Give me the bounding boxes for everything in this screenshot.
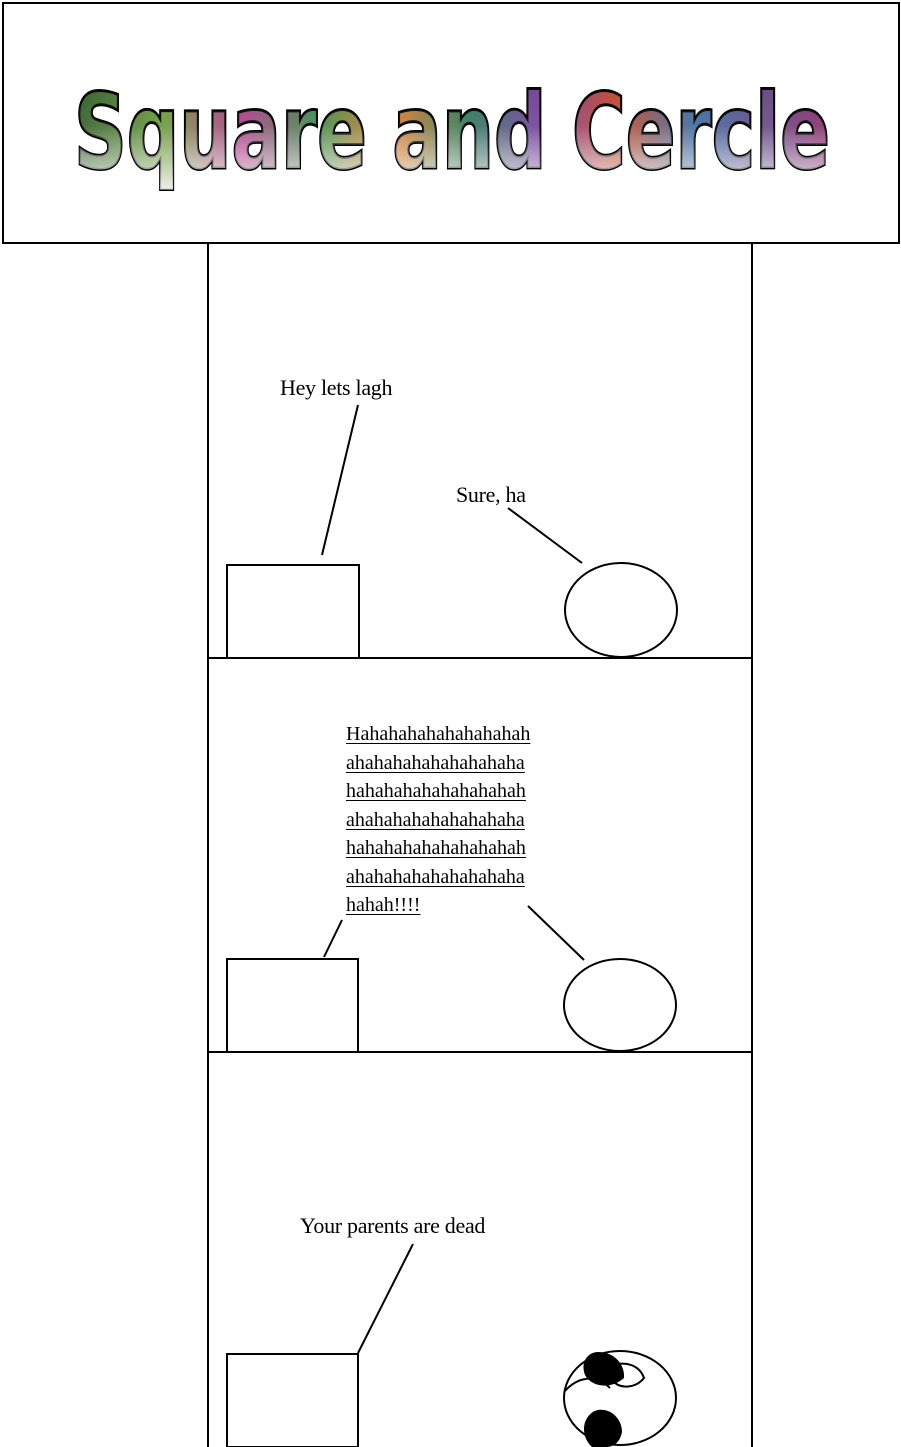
- title-graphic: Square and Cercle Square and Cercle: [73, 70, 832, 195]
- laugh-line: hahah!!!!: [346, 894, 421, 916]
- laugh-line: Hahahahahahahahahah: [346, 723, 531, 745]
- circle-character: [563, 958, 677, 1052]
- crying-eyes: [563, 1352, 646, 1447]
- circle-speech-text: Sure, ha: [456, 482, 526, 507]
- speech-pointer: [357, 1243, 414, 1354]
- square-speech-text: Hey lets lagh: [280, 375, 393, 400]
- square-character: [226, 564, 360, 659]
- laugh-line: ahahahahahahahahaha: [346, 751, 525, 774]
- title-text: Square and Cercle: [74, 71, 830, 193]
- laugh-line: ahahahahahahahahaha: [346, 808, 525, 831]
- title-fade-overlay: Square and Cercle: [74, 71, 830, 193]
- laugh-line: ahahahahahahahahaha: [346, 865, 525, 888]
- title-banner: [2, 2, 900, 244]
- crying-circle-character: [563, 1350, 677, 1446]
- speech-pointer: [507, 507, 583, 564]
- square-character: [226, 1353, 359, 1447]
- speech-pointer: [527, 905, 585, 961]
- square-character: [226, 958, 359, 1053]
- square-laugh-speech: Hahahahahahahahahah ahahahahahahahahaha …: [346, 720, 586, 920]
- laugh-line: hahahahahahahahahah: [346, 837, 526, 859]
- speech-pointer: [323, 919, 343, 958]
- speech-pointer: [321, 404, 359, 556]
- circle-character: [564, 562, 678, 658]
- laugh-line: hahahahahahahahahah: [346, 780, 526, 802]
- square-speech-text: Your parents are dead: [300, 1213, 486, 1238]
